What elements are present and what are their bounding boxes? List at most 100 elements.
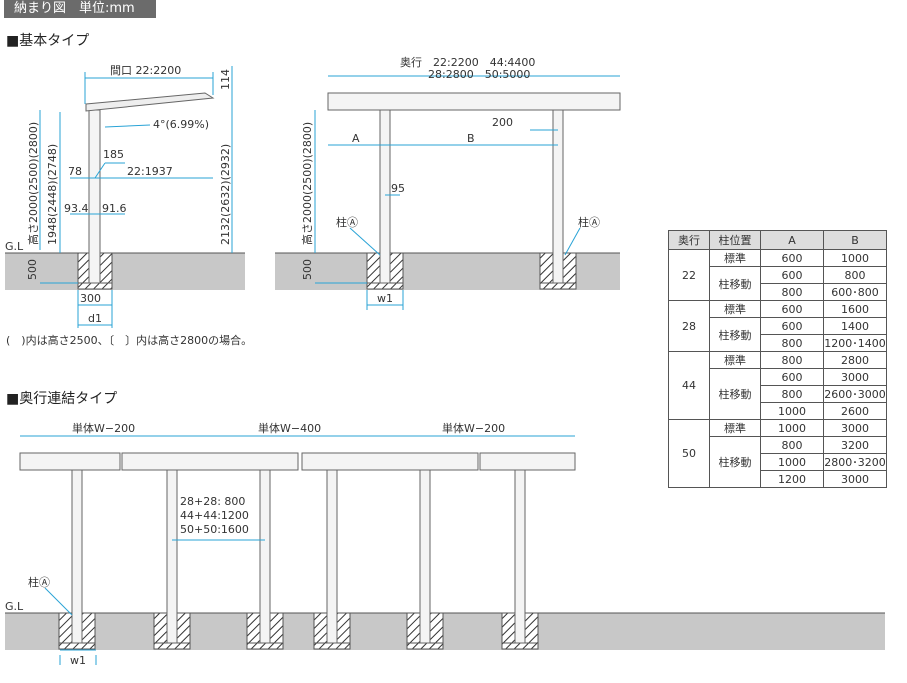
height-label-2: 高さ2000(2500)(2800) <box>300 122 314 245</box>
table-cell: 800 <box>760 283 824 301</box>
table-cell: 1200 <box>760 470 824 488</box>
dim-500: 500 <box>26 259 39 280</box>
linked-diagram: 単体W−200 単体W−400 単体W−200 28+28: 800 44+44… <box>5 421 885 667</box>
table-cell: 標準 <box>709 249 761 267</box>
linked-type-title: ■奥行連結タイプ <box>6 391 118 407</box>
gl-label: G.L <box>5 240 24 253</box>
slope-label: 4°(6.99%) <box>153 118 209 131</box>
dim-2132: 2132(2632)(2932) <box>219 144 232 245</box>
post <box>88 109 101 284</box>
dim-500-2: 500 <box>301 259 314 280</box>
table-cell: 1200･1400 <box>823 334 887 352</box>
table-cell: 600 <box>760 317 824 335</box>
side-view-diagram: 間口 22:2200 114 4°(6.99%) 185 78 22:1937 … <box>5 64 245 328</box>
segment-label-1: 単体W−200 <box>72 421 135 435</box>
table-cell: 柱移動 <box>709 317 761 352</box>
roof <box>85 92 215 112</box>
dim-78: 78 <box>68 165 82 178</box>
table-cell: 50 <box>668 419 710 488</box>
table-cell: 標準 <box>709 300 761 318</box>
dim-d1: d1 <box>88 312 102 325</box>
table-cell: 2600 <box>823 402 887 420</box>
basic-type-title: ■基本タイプ <box>6 33 90 49</box>
table-cell: 600 <box>760 266 824 284</box>
table-cell: 標準 <box>709 351 761 369</box>
dim-B: B <box>467 132 475 145</box>
col-b: B <box>823 230 887 250</box>
gl-label-2: G.L <box>5 600 24 613</box>
table-cell: 800 <box>760 385 824 403</box>
foundation-base <box>153 642 191 650</box>
post <box>326 469 338 644</box>
dim-w1: w1 <box>377 292 393 305</box>
dim-w1-2: w1 <box>70 654 86 667</box>
width-label: 間口 22:2200 <box>110 64 181 77</box>
foundation-base <box>406 642 444 650</box>
post <box>71 469 83 644</box>
table-cell: 800 <box>760 334 824 352</box>
dim-1937: 22:1937 <box>127 165 173 178</box>
foundation-base <box>313 642 351 650</box>
table-cell: 600 <box>760 249 824 267</box>
pillar-label: 柱Ⓐ <box>28 575 50 589</box>
table-cell: 1000 <box>760 402 824 420</box>
roof <box>327 92 621 111</box>
table-cell: 2800･3200 <box>823 453 887 471</box>
dim-114: 114 <box>219 69 232 90</box>
gap-label-3: 50+50:1600 <box>180 523 249 536</box>
table-cell: 800 <box>823 266 887 284</box>
table-cell: 柱移動 <box>709 266 761 301</box>
height-note: ( )内は高さ2500、〔 〕内は高さ2800の場合。 <box>6 334 253 347</box>
header-title: 納まり図 単位:mm <box>4 0 156 18</box>
dim-1948: 1948(2448)(2748) <box>46 144 59 245</box>
foundation-base <box>501 642 539 650</box>
post <box>166 469 178 644</box>
dim-95: 95 <box>391 182 405 195</box>
dim-300: 300 <box>80 292 101 305</box>
height-label: 高さ2000(2500)(2800) <box>26 122 40 245</box>
segment-label-2: 単体W−400 <box>258 421 321 435</box>
table-cell: 2600･3000 <box>823 385 887 403</box>
table-cell: 3000 <box>823 368 887 386</box>
front-view-diagram: 奥行 22:2200 44:4400 28:2800 50:5000 200 A… <box>275 55 621 310</box>
table-cell: 1400 <box>823 317 887 335</box>
table-cell: 標準 <box>709 419 761 437</box>
table-cell: 28 <box>668 300 710 352</box>
table-cell: 柱移動 <box>709 436 761 488</box>
table-cell: 3000 <box>823 470 887 488</box>
dim-93-4: 93.4 <box>64 202 89 215</box>
col-depth: 奥行 <box>668 230 710 250</box>
post <box>259 469 271 644</box>
ground <box>5 253 245 290</box>
depth-label-2: 28:2800 50:5000 <box>428 68 530 81</box>
table-cell: 1000 <box>760 453 824 471</box>
table-cell: 800 <box>760 351 824 369</box>
dim-185: 185 <box>103 148 124 161</box>
col-a: A <box>760 230 824 250</box>
pillar-label-left: 柱Ⓐ <box>336 215 358 229</box>
dim-200: 200 <box>492 116 513 129</box>
dim-91-6: 91.6 <box>102 202 127 215</box>
depth-label-1: 奥行 22:2200 44:4400 <box>400 55 535 69</box>
foundation-base <box>246 642 284 650</box>
segment-label-3: 単体W−200 <box>442 421 505 435</box>
table-cell: 柱移動 <box>709 368 761 420</box>
pillar-label-right: 柱Ⓐ <box>578 215 600 229</box>
gap-label-2: 44+44:1200 <box>180 509 249 522</box>
table-cell: 600･800 <box>823 283 887 301</box>
table-cell: 1000 <box>823 249 887 267</box>
table-cell: 600 <box>760 368 824 386</box>
col-post-position: 柱位置 <box>709 230 761 250</box>
